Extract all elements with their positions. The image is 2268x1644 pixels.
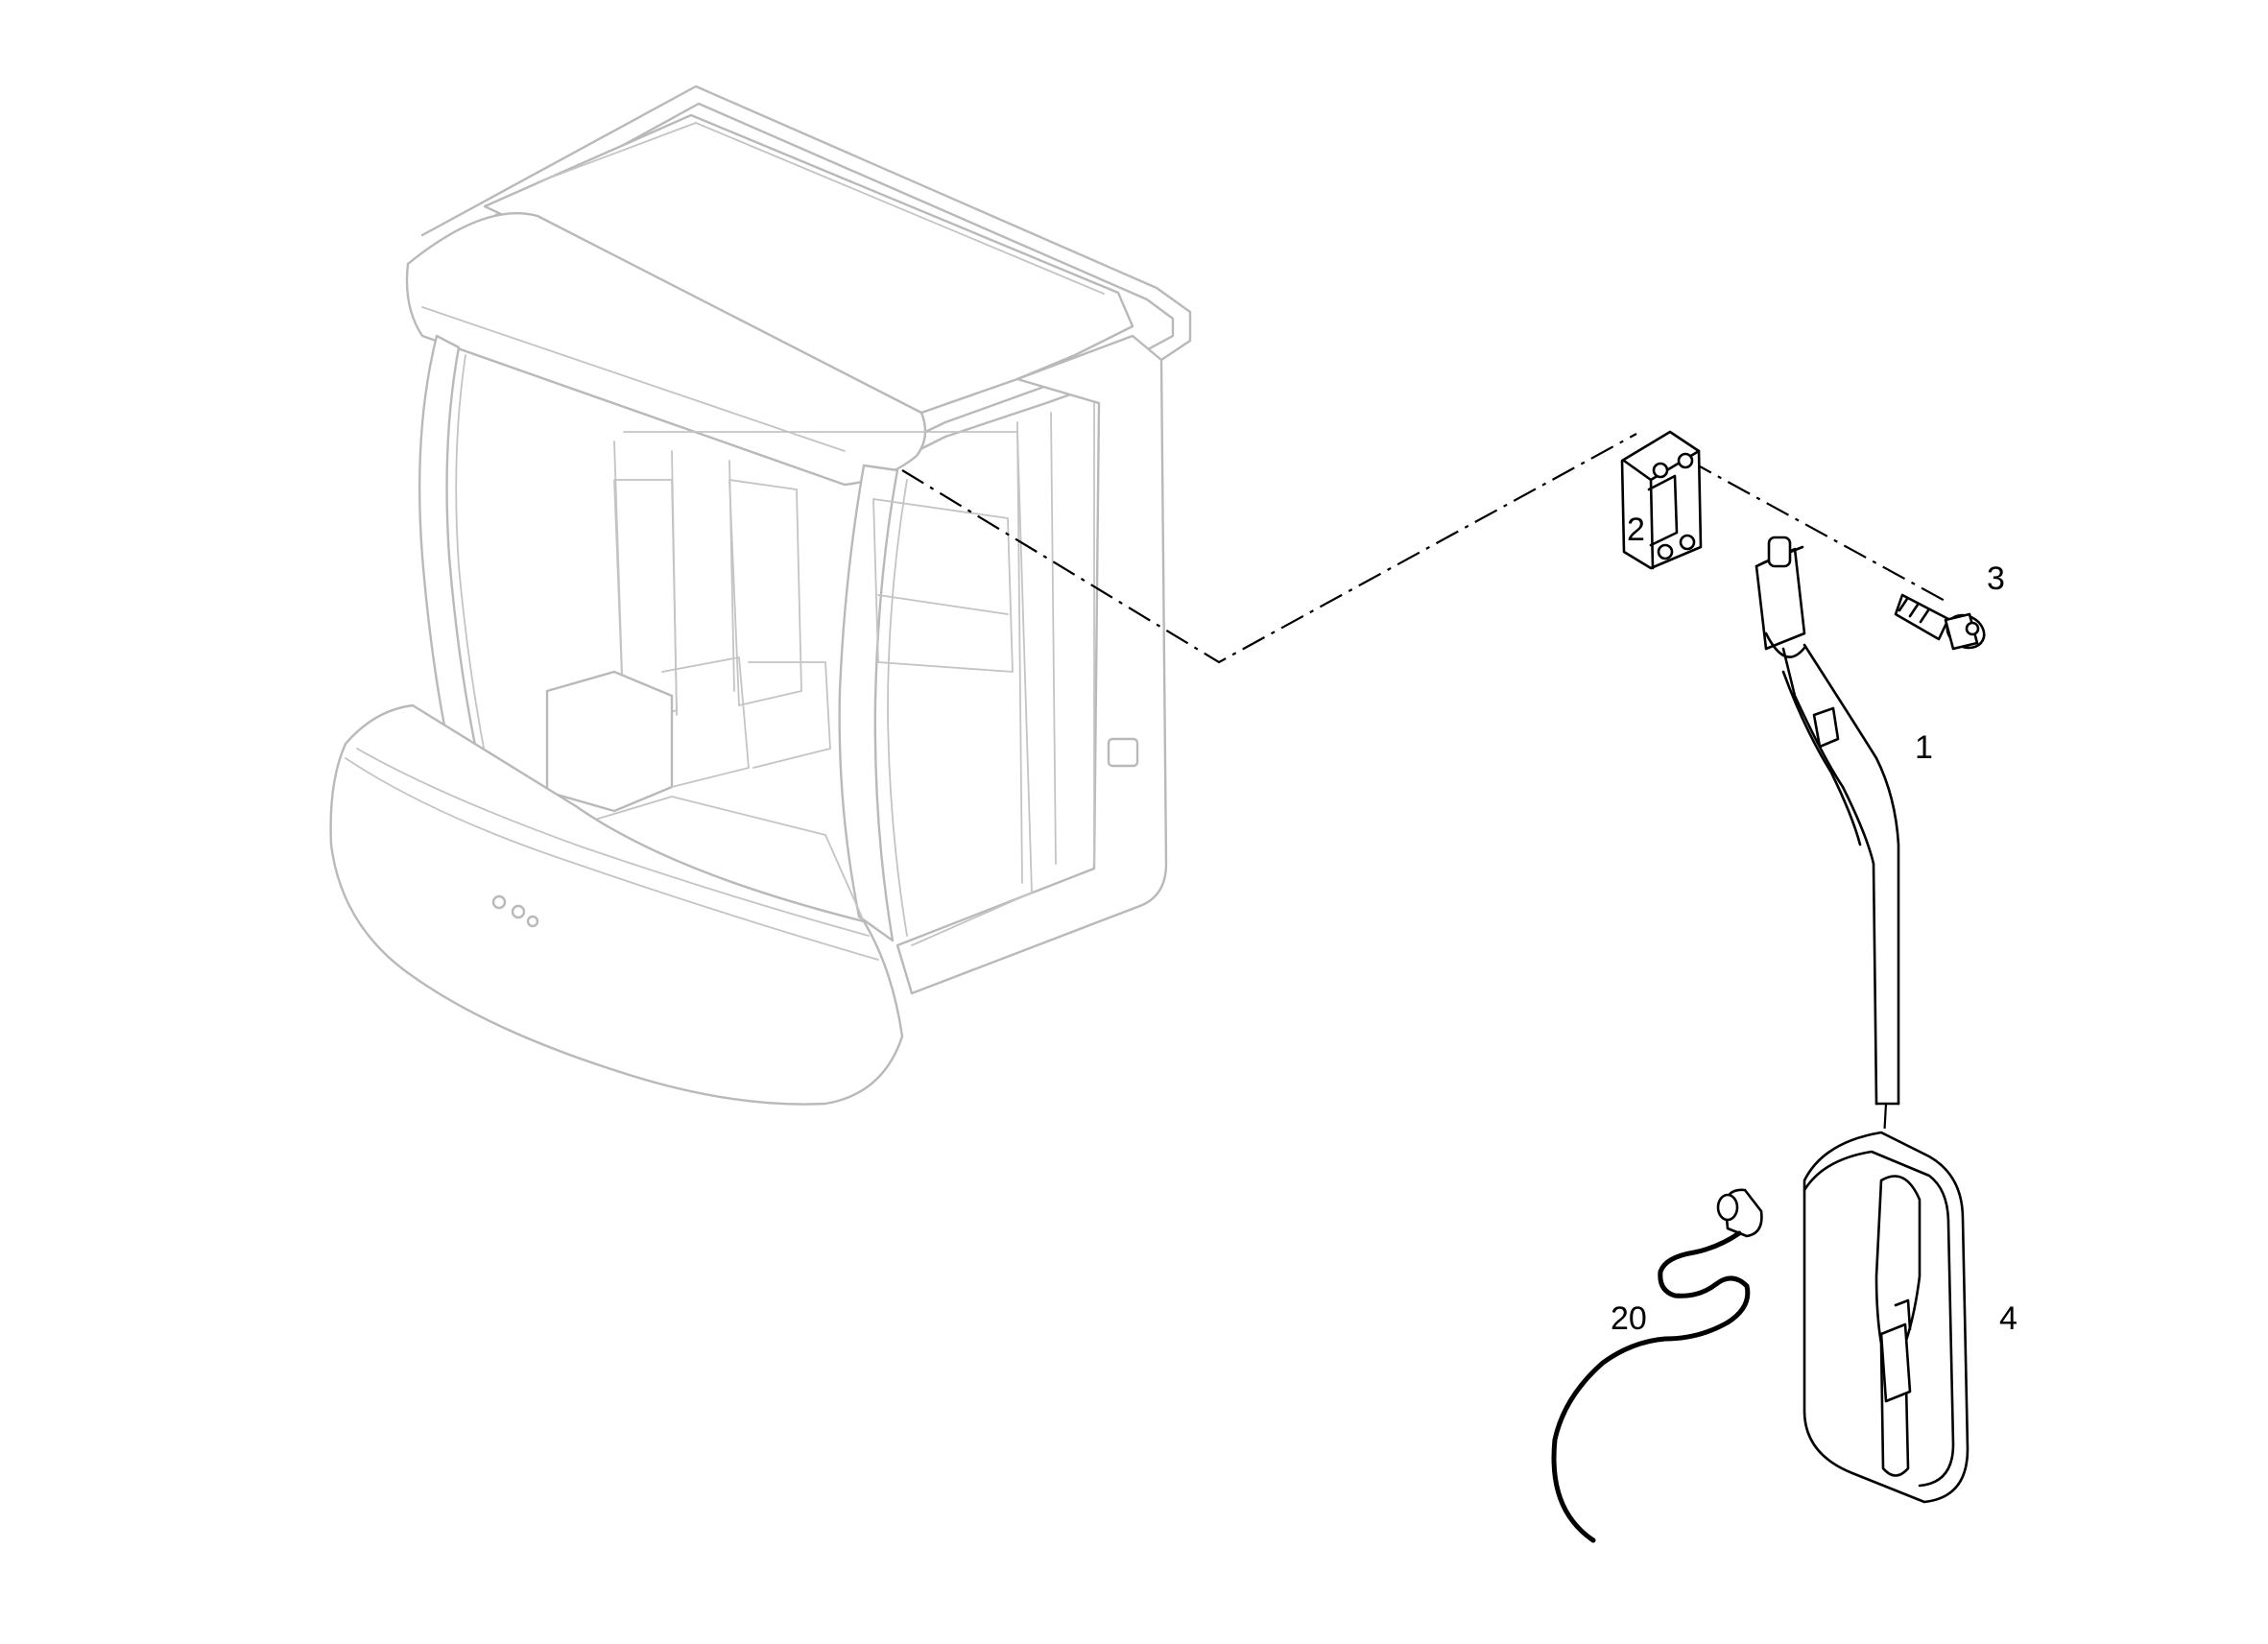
screw <box>1894 593 1986 651</box>
operator-cab <box>329 84 1192 1106</box>
callout-2: 2 <box>1627 512 1645 548</box>
plate-to-screw-leader <box>1688 460 1949 604</box>
callout-3: 3 <box>1987 560 2005 597</box>
callout-1: 1 <box>1915 729 1933 766</box>
front-visor <box>405 212 927 487</box>
callout-20: 20 <box>1611 1300 1647 1337</box>
roof-panel <box>483 113 1134 415</box>
mounting-plate <box>1620 430 1703 570</box>
left-pillar <box>418 334 482 770</box>
door-pillar <box>838 464 899 942</box>
wiring-harness <box>1551 1188 1763 1543</box>
cab-side-body <box>895 334 1168 995</box>
callout-4: 4 <box>1999 1300 2017 1337</box>
mirror-head <box>1802 1131 1970 1504</box>
floor-frame <box>545 670 674 813</box>
assembly-leader-line <box>901 433 1637 664</box>
door-handle <box>1107 737 1139 768</box>
rearview-mirror-arm <box>1755 536 1900 1106</box>
